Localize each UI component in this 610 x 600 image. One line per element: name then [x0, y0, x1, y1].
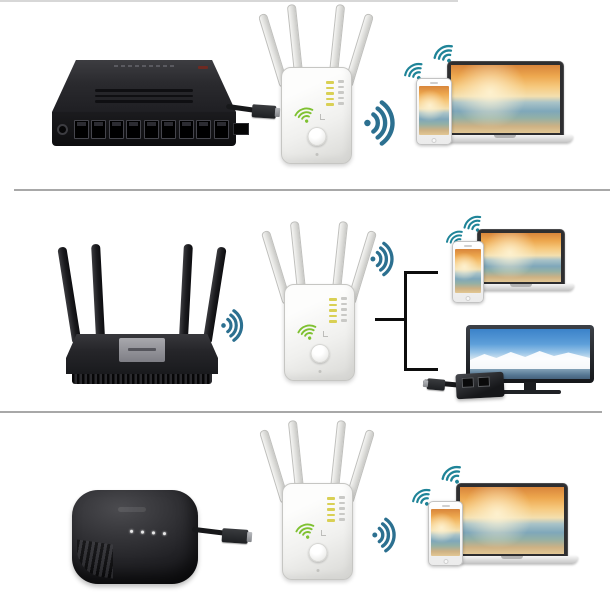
- wifi-led-icon: [292, 518, 320, 543]
- laptop-base: [437, 135, 573, 143]
- wps-button: [307, 127, 326, 146]
- repeater-reset-hole: [315, 153, 318, 156]
- ethernet-port: [126, 119, 141, 139]
- wired-link-line: [405, 271, 438, 274]
- smartphone: [452, 241, 484, 303]
- switch-top-face: [52, 60, 236, 112]
- repeater-led-labels: [341, 297, 347, 322]
- router-body: [66, 334, 218, 374]
- repeater-body: [284, 284, 355, 381]
- phone-speaker: [464, 245, 472, 247]
- modem-status-leds: [129, 529, 167, 536]
- wifi-signal-icon: [368, 240, 400, 278]
- repeater-signal-leds: [327, 497, 335, 522]
- modem-vents: [77, 539, 113, 579]
- router-label-plate: [119, 338, 165, 362]
- tv-screen: [470, 329, 590, 379]
- tv-base: [497, 390, 561, 394]
- ethernet-port: [143, 119, 159, 139]
- phone-home-button: [431, 137, 437, 143]
- router-antenna: [57, 246, 82, 343]
- wifi-signal-icon: [370, 512, 402, 558]
- modem-logo: [118, 507, 146, 512]
- phone-screen: [419, 86, 449, 135]
- ethernet-port: [213, 119, 229, 139]
- power-jack: [57, 123, 68, 135]
- wps-button: [308, 543, 327, 562]
- smartphone: [428, 501, 463, 566]
- ethernet-port: [91, 119, 106, 139]
- laptop-wallpaper: [451, 65, 560, 133]
- laptop-base: [446, 556, 578, 564]
- ethernet-port: [161, 119, 176, 139]
- tv-stand: [524, 382, 536, 391]
- phone-speaker: [441, 505, 450, 507]
- router-antenna: [91, 243, 106, 341]
- smartphone: [416, 78, 452, 145]
- laptop-screen: [447, 61, 564, 137]
- phone-screen: [431, 509, 460, 556]
- repeater-led-labels: [339, 496, 345, 521]
- wifi-repeater: [258, 419, 376, 580]
- ethernet-port: [196, 119, 211, 139]
- wifi-signal-icon: [435, 458, 470, 491]
- repeater-marking: [320, 114, 325, 120]
- adapter-port: [477, 376, 491, 388]
- wired-link-line: [405, 368, 438, 371]
- wifi-signal-icon: [361, 98, 403, 148]
- ethernet-port: [108, 119, 124, 139]
- phone-screen: [455, 249, 481, 293]
- wifi-led-icon: [291, 102, 319, 127]
- ethernet-switch: [52, 60, 249, 154]
- wired-link-line: [404, 271, 407, 371]
- switch-button: [233, 123, 249, 135]
- repeater-marking: [321, 530, 326, 536]
- repeater-body: [281, 67, 352, 164]
- repeater-reset-hole: [316, 569, 319, 572]
- ethernet-adapter: [455, 371, 505, 400]
- ethernet-port: [73, 119, 89, 139]
- modem-body: [72, 490, 198, 584]
- wifi-signal-icon: [427, 37, 462, 70]
- repeater-signal-leds: [329, 298, 337, 323]
- wifi-repeater: [257, 3, 375, 164]
- adapter-port: [461, 377, 475, 388]
- section-divider: [14, 189, 610, 191]
- router-vents: [72, 374, 212, 384]
- repeater-led-labels: [338, 80, 344, 105]
- repeater-marking: [323, 331, 328, 337]
- wifi-signal-icon: [406, 482, 438, 513]
- section-divider: [0, 411, 602, 413]
- router-antenna: [178, 243, 193, 341]
- rj45-plug: [426, 378, 446, 391]
- switch-front-panel: [52, 112, 249, 146]
- rj45-plug: [251, 104, 277, 119]
- wifi-led-icon: [294, 319, 322, 344]
- wifi-router: [57, 243, 227, 384]
- laptop-wallpaper: [481, 233, 561, 282]
- rj45-plug: [221, 528, 249, 544]
- laptop-screen: [477, 229, 565, 286]
- switch-port-label-ticks: [114, 65, 174, 67]
- phone-home-button: [443, 558, 448, 564]
- repeater-reset-hole: [318, 370, 321, 373]
- wifi-repeater: [260, 220, 378, 381]
- switch-label-mark: [198, 66, 208, 69]
- wired-link-line: [375, 318, 406, 321]
- image-border-artifact: [0, 0, 458, 2]
- ethernet-port: [178, 119, 194, 139]
- modem: [72, 490, 198, 584]
- switch-vents: [95, 89, 193, 103]
- phone-speaker: [430, 82, 438, 84]
- phone-home-button: [465, 295, 471, 301]
- laptop-base: [467, 284, 574, 291]
- wps-button: [310, 344, 329, 363]
- laptop-screen: [456, 483, 568, 558]
- repeater-signal-leds: [326, 81, 334, 106]
- laptop-wallpaper: [460, 487, 564, 554]
- wifi-signal-icon: [219, 307, 249, 344]
- repeater-body: [282, 483, 353, 580]
